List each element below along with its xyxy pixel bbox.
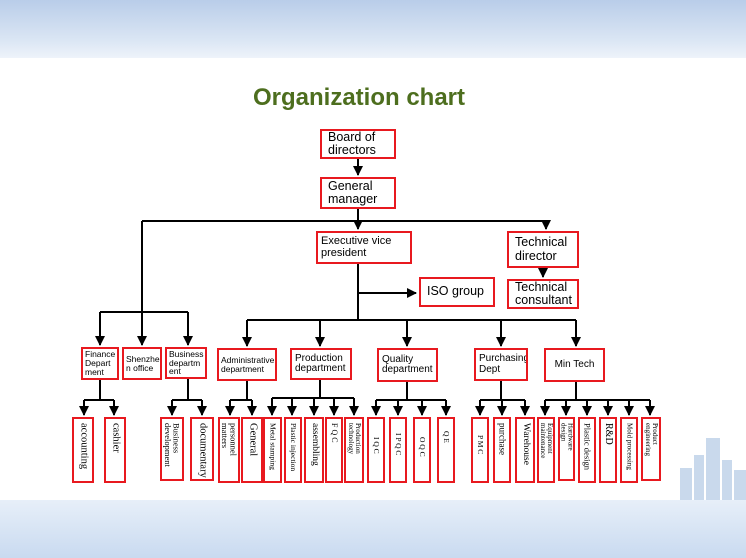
general-manager-box: General manager xyxy=(320,177,396,209)
metal-stamping-box: Metal stamping xyxy=(263,417,282,483)
oqc-box: O Q C xyxy=(413,417,431,483)
finance-department-box: Finance Depart ment xyxy=(81,347,119,380)
board-of-directors-label: Board of directors xyxy=(328,129,376,157)
administrative-department-box: Administrative department xyxy=(217,348,277,381)
pmc-box: P M C xyxy=(471,417,489,483)
finance-department-label: Finance Depart ment xyxy=(85,349,116,377)
min-tech-box: Min Tech xyxy=(544,348,605,382)
purchase-box: purchase xyxy=(493,417,511,483)
chart-title: Organization chart xyxy=(252,84,466,111)
production-technology-label: Production technology xyxy=(347,423,362,455)
iso-group-box: ISO group xyxy=(419,277,495,307)
board-of-directors-box: Board of directors xyxy=(320,129,396,159)
equipment-maintenance-box: Equipment maintenance xyxy=(537,417,555,483)
fqc-box: F Q C xyxy=(325,417,343,483)
min-tech-label: Min Tech xyxy=(554,358,595,370)
rd-box: R&D xyxy=(599,417,617,483)
general-label: General xyxy=(247,423,259,457)
production-technology-box: Production technology xyxy=(344,417,364,483)
rd-label: R&D xyxy=(603,423,614,445)
iqc-box: I Q C xyxy=(367,417,385,483)
iso-group-label: ISO group xyxy=(427,284,484,299)
technical-director-label: Technical director xyxy=(515,235,568,263)
plastic-injection-label: Plastic injection xyxy=(288,423,298,472)
business-department-box: Business departm ent xyxy=(165,347,207,379)
metal-stamping-label: Metal stamping xyxy=(268,423,278,470)
ipqc-label: I P Q C xyxy=(393,433,403,456)
oqc-label: O Q C xyxy=(417,437,427,457)
pmc-label: P M C xyxy=(475,435,485,455)
personnel-matters-label: personnel matters xyxy=(220,423,239,457)
plastic-design-box: Plastic design xyxy=(578,417,596,483)
purchasing-department-label: Purchasing Dept xyxy=(479,353,528,375)
executive-vice-president-box: Executive vice president xyxy=(316,231,412,264)
plastic-injection-box: Plastic injection xyxy=(284,417,302,483)
business-development-box: Business development xyxy=(160,417,184,481)
purchase-label: purchase xyxy=(497,423,508,455)
product-engineering-label: Product engineering xyxy=(644,423,659,457)
mold-processing-label: Mold processing xyxy=(625,423,634,470)
warehouse-label: Warehouse xyxy=(520,423,531,465)
fqc-label: F Q C xyxy=(330,423,339,443)
general-box: General xyxy=(241,417,263,483)
assembling-box: assembling xyxy=(304,417,324,483)
general-manager-label: General manager xyxy=(328,178,378,206)
technical-consultant-box: Technical consultant xyxy=(507,279,579,309)
equipment-maintenance-label: Equipment maintenance xyxy=(539,423,554,459)
shenzhen-office-box: Shenzhe n office xyxy=(122,347,162,380)
executive-vice-president-label: Executive vice president xyxy=(321,234,392,259)
shenzhen-office-label: Shenzhe n office xyxy=(126,353,160,373)
warehouse-box: Warehouse xyxy=(515,417,535,483)
production-department-label: Production department xyxy=(295,352,346,374)
assembling-label: assembling xyxy=(309,423,320,466)
accounting-label: accounting xyxy=(78,423,90,470)
business-department-label: Business departm ent xyxy=(169,348,204,377)
qe-label: Q E xyxy=(441,431,451,443)
quality-department-box: Quality department xyxy=(377,348,438,382)
business-development-label: Business development xyxy=(163,423,182,467)
mold-processing-box: Mold processing xyxy=(620,417,638,483)
cashier-label: cashier xyxy=(110,423,122,453)
hardware-design-box: Hardware design xyxy=(558,417,575,481)
technical-consultant-label: Technical consultant xyxy=(515,279,572,307)
product-engineering-box: Product engineering xyxy=(641,417,661,481)
hardware-design-label: Hardware design xyxy=(559,423,575,451)
plastic-design-label: Plastic design xyxy=(582,423,593,470)
header-band xyxy=(0,0,746,58)
documentary-box: documentary xyxy=(190,417,214,481)
production-department-box: Production department xyxy=(290,348,352,380)
ipqc-box: I P Q C xyxy=(389,417,407,483)
accounting-box: accounting xyxy=(72,417,94,483)
qe-box: Q E xyxy=(437,417,455,483)
purchasing-department-box: Purchasing Dept xyxy=(474,348,528,381)
administrative-department-label: Administrative department xyxy=(221,354,275,374)
footer-band xyxy=(0,500,746,558)
quality-department-label: Quality department xyxy=(382,353,433,375)
iqc-label: I Q C xyxy=(371,437,381,454)
cashier-box: cashier xyxy=(104,417,126,483)
personnel-matters-box: personnel matters xyxy=(218,417,240,483)
technical-director-box: Technical director xyxy=(507,231,579,268)
documentary-label: documentary xyxy=(197,423,209,478)
